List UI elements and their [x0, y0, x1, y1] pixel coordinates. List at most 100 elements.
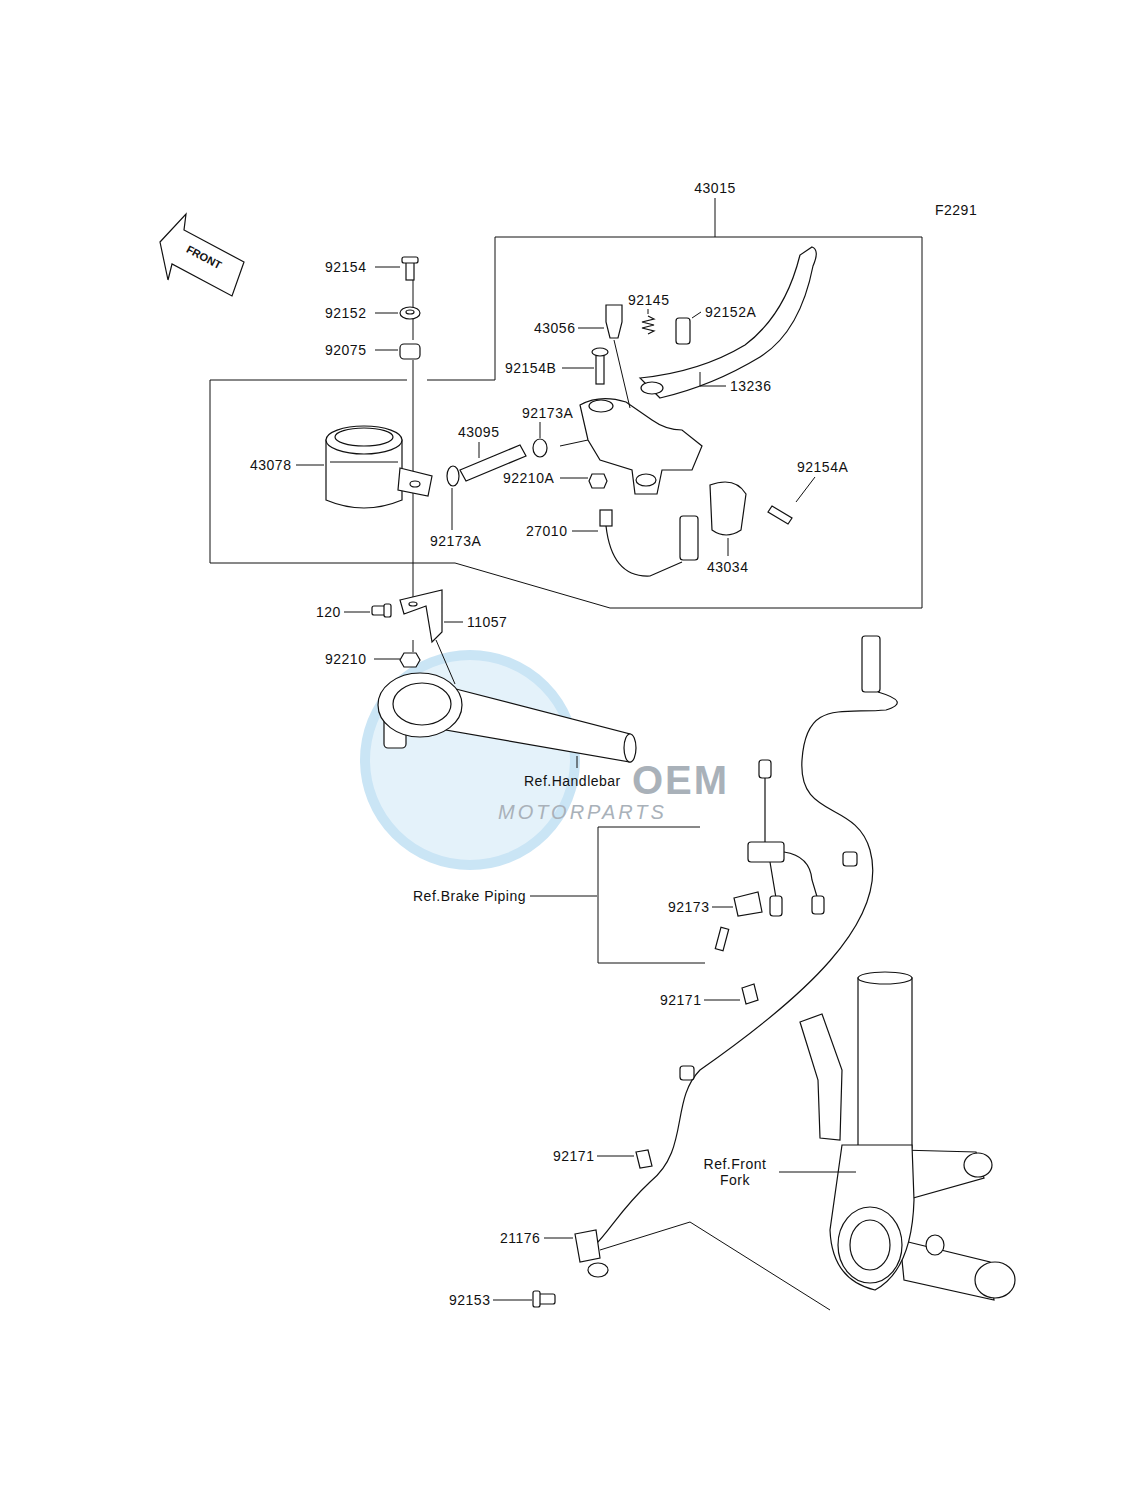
callout-number: 92210A	[503, 470, 554, 486]
pipe-fitting	[812, 896, 824, 914]
brake-pipe	[784, 852, 818, 900]
callout-number: 43078	[250, 457, 291, 473]
handlebar-clamp	[378, 673, 462, 737]
cylinder-boss	[589, 400, 613, 412]
front-arrow	[160, 214, 244, 296]
callout-number: 92075	[325, 342, 366, 358]
washer-hole	[406, 310, 414, 314]
spring	[642, 316, 654, 334]
screw	[406, 262, 414, 280]
master-cylinder	[580, 399, 702, 494]
bolt-head	[384, 604, 391, 617]
leader-line	[296, 267, 856, 1300]
pivot-bolt	[596, 352, 604, 384]
wire-grommet	[843, 852, 857, 866]
callout-number: 21176	[500, 1230, 540, 1246]
banjo-fitting	[606, 305, 622, 338]
callout-number: 92152	[325, 305, 366, 321]
callout-number: 13236	[730, 378, 771, 394]
cylinder-bore	[636, 474, 656, 486]
bolt-head	[533, 1291, 540, 1307]
reservoir-cap	[326, 426, 402, 454]
axle-bore-inner	[850, 1220, 890, 1270]
watermark: MOTORPARTS	[498, 801, 667, 823]
callout-number: 92173A	[522, 405, 573, 421]
callout-number: 27010	[526, 523, 567, 539]
group-bracket	[210, 237, 922, 608]
hose-clamp	[447, 466, 459, 486]
callout-number: 92210	[325, 651, 366, 667]
axle-bore	[838, 1207, 902, 1283]
clamp-half	[710, 482, 746, 535]
brake-pipe	[770, 862, 776, 898]
brake-pipe	[764, 770, 765, 842]
direction-label: FRONT	[184, 241, 225, 273]
clamp-screw	[715, 927, 728, 950]
callout-number: 92171	[553, 1148, 594, 1164]
reservoir-cap-top	[335, 428, 393, 446]
pipe-junction	[748, 842, 784, 862]
assembly-line	[614, 340, 630, 408]
reference-bracket	[598, 827, 705, 963]
reservoir-tab	[398, 468, 432, 496]
leader-line	[577, 756, 578, 768]
callout-number: 92154B	[505, 360, 556, 376]
wire-grommet	[680, 1066, 694, 1080]
brake-lever	[640, 247, 816, 398]
fork-hole	[926, 1235, 944, 1255]
washer	[400, 307, 420, 319]
callout-number: 92173A	[430, 533, 481, 549]
reservoir-line	[330, 462, 398, 463]
callout-number: 92153	[449, 1292, 490, 1308]
fork-boss	[964, 1153, 992, 1177]
clamp-bolt	[768, 506, 792, 524]
watermark-globe	[365, 655, 575, 865]
reference-label: Ref.Handlebar	[524, 773, 621, 789]
callout-number: 11057	[467, 614, 507, 630]
leader-line	[715, 198, 716, 237]
callout-number: 92145	[628, 292, 669, 308]
callout-number: 43034	[707, 559, 748, 575]
fork-tube-top	[858, 972, 912, 984]
leader-lines	[296, 267, 856, 1300]
bracket-hole	[409, 602, 417, 606]
grommet	[400, 344, 420, 359]
fork-tube	[858, 978, 912, 1148]
tab-hole	[410, 481, 420, 487]
pipe-clamp	[734, 892, 762, 916]
clamp-nut	[589, 474, 607, 488]
pivot-bolt-head	[592, 348, 608, 356]
handlebar	[446, 688, 630, 762]
switch-cable	[606, 526, 682, 576]
watermark: OEM	[632, 758, 729, 802]
sensor-tab	[588, 1263, 608, 1277]
wire-clip	[636, 1150, 652, 1168]
fork-lower	[830, 1145, 914, 1290]
wire-clip	[742, 984, 758, 1004]
handlebar-end	[624, 734, 636, 762]
fork-boss	[975, 1262, 1015, 1298]
callout-number: 43015	[694, 180, 735, 196]
sensor-connector	[862, 636, 880, 692]
pipe-fitting	[759, 760, 771, 778]
reference-label: Ref.Brake Piping	[413, 888, 526, 904]
callout-number: 43056	[534, 320, 575, 336]
reference-bracket	[600, 1222, 830, 1310]
cylinder-outlet	[560, 440, 588, 446]
callout-number: 92173	[668, 899, 709, 915]
callout-number: 92171	[660, 992, 701, 1008]
handlebar-clamp-bore	[393, 683, 451, 725]
pin	[676, 318, 690, 344]
callout-number: 120	[316, 604, 341, 620]
nut	[400, 653, 420, 667]
reference-label: Ref.Front Fork	[693, 1156, 777, 1188]
switch-connector	[680, 516, 698, 560]
assembly-axis	[413, 278, 414, 652]
caliper-bracket	[800, 1014, 842, 1140]
figure-number: F2291	[935, 202, 977, 218]
callout-number: 92152A	[705, 304, 756, 320]
lever-pivot	[641, 382, 663, 394]
screw-head	[402, 257, 418, 263]
